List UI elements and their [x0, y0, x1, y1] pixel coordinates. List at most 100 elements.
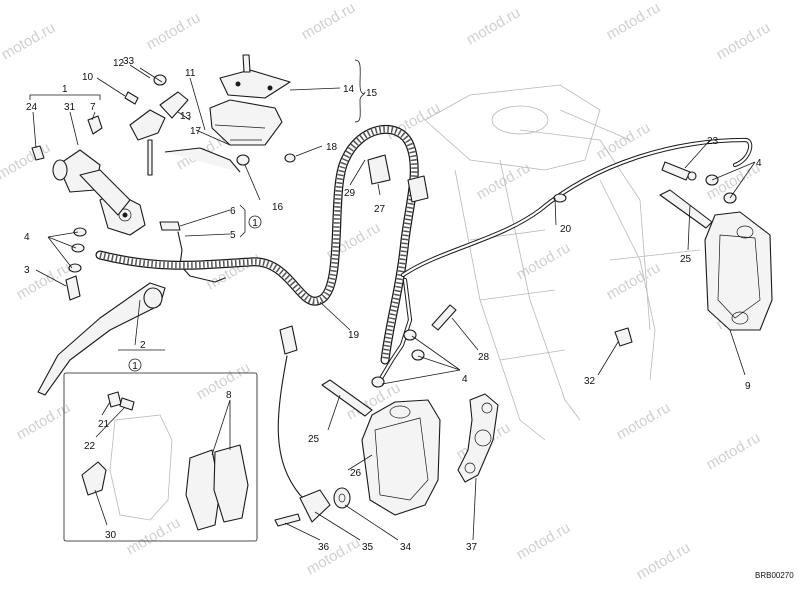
callout-14: 14	[343, 84, 355, 95]
callout-11: 11	[185, 68, 196, 79]
bolt-10	[124, 91, 139, 105]
callout-12: 12	[113, 58, 125, 69]
callout-29: 29	[344, 188, 356, 199]
pads-inset	[63, 372, 258, 542]
svg-text:motod.ru: motod.ru	[304, 534, 364, 578]
left-caliper	[321, 304, 499, 516]
callout-4: 4	[756, 158, 762, 169]
watermark-text: motod.ru	[464, 4, 524, 48]
brake-lever-assembly	[31, 74, 241, 396]
svg-text:motod.ru: motod.ru	[124, 514, 184, 558]
svg-text:motod.ru: motod.ru	[144, 9, 204, 53]
watermark-text: motod.ru	[714, 19, 774, 63]
watermark-text: motod.ru	[614, 399, 674, 443]
svg-text:motod.ru: motod.ru	[0, 19, 58, 63]
svg-text:motod.ru: motod.ru	[464, 4, 524, 48]
bleeder-23	[661, 161, 691, 181]
brake-pad-8-right	[213, 444, 249, 523]
group-marker-label: 1	[132, 361, 138, 372]
caliper-body-26	[361, 399, 441, 516]
cap-22	[119, 397, 135, 411]
callout-4: 4	[24, 232, 30, 243]
washer-28-c	[371, 376, 385, 388]
brake-line-20	[377, 137, 753, 383]
callout-22: 22	[84, 441, 96, 452]
bolt-24	[31, 145, 45, 161]
spacer-34	[333, 487, 351, 509]
callout-32: 32	[584, 376, 596, 387]
watermark-text: motod.ru	[474, 159, 534, 203]
callout-3: 3	[24, 265, 30, 276]
callout-34: 34	[400, 542, 412, 553]
svg-text:motod.ru: motod.ru	[604, 0, 664, 43]
cap-screw	[242, 54, 251, 73]
callout-28: 28	[478, 352, 490, 363]
pad-spring-30	[81, 461, 107, 496]
callout-17: 17	[190, 126, 202, 137]
front-fork-ghost	[424, 84, 701, 441]
screw-36	[274, 513, 301, 527]
watermark-text: motod.ru	[634, 539, 694, 583]
callout-15: 15	[366, 88, 378, 99]
reservoir-outlet	[236, 154, 250, 166]
callout-25: 25	[308, 434, 320, 445]
callout-19: 19	[348, 330, 360, 341]
watermark-text: motod.ru	[304, 534, 364, 578]
caliper-bracket-37	[457, 393, 499, 483]
watermark-text: motod.ru	[14, 259, 74, 303]
right-caliper	[614, 161, 773, 347]
watermark-text: motod.ru	[144, 9, 204, 53]
callout-31: 31	[64, 102, 76, 113]
plug-18	[284, 153, 296, 163]
reservoir-bracket-11	[159, 91, 189, 119]
callout-33: 33	[123, 56, 135, 67]
callout-16: 16	[272, 202, 284, 213]
watermark-text: motod.ru	[124, 514, 184, 558]
callout-9: 9	[745, 381, 751, 392]
callout-8: 8	[226, 390, 232, 401]
leaders	[29, 59, 756, 541]
callout-36: 36	[318, 542, 330, 553]
callout-25: 25	[680, 254, 692, 265]
callout-5: 5	[230, 230, 236, 241]
svg-text:motod.ru: motod.ru	[384, 99, 444, 143]
callout-37: 37	[466, 542, 478, 553]
brace-15	[354, 59, 366, 123]
callout-10: 10	[82, 72, 94, 83]
wheel-sensor-assembly	[274, 325, 351, 527]
callout-labels: 1 2 3 4 4 4 5 6 7 8 9 10 11 12 13 14 15 …	[24, 56, 762, 553]
svg-text:motod.ru: motod.ru	[614, 399, 674, 443]
reservoir-cap-14	[219, 69, 291, 99]
watermark-text: motod.ru	[514, 519, 574, 563]
watermark-text: motod.ru	[204, 249, 264, 293]
banjo-fitting-7	[87, 115, 103, 135]
group-marker-1b	[128, 358, 142, 372]
bolt-28	[431, 304, 457, 331]
line-grommet	[553, 193, 567, 203]
group-markers: 1 1	[128, 215, 262, 372]
callout-23: 23	[707, 136, 719, 147]
callout-2: 2	[140, 340, 146, 351]
caliper-bolt-25-left	[321, 379, 373, 417]
svg-text:motod.ru: motod.ru	[194, 359, 254, 403]
inset-frame	[63, 372, 258, 542]
washer-28-a	[403, 329, 417, 341]
brake-hose-main	[95, 125, 429, 365]
group-marker-1a	[248, 215, 262, 229]
fluid-reservoir	[209, 54, 296, 166]
svg-text:motod.ru: motod.ru	[474, 159, 534, 203]
callout-24: 24	[26, 102, 38, 113]
reservoir-body	[209, 99, 283, 146]
washer-4a	[73, 227, 87, 237]
watermark-text: motod.ru	[299, 0, 359, 43]
svg-text:motod.ru: motod.ru	[714, 19, 774, 63]
reservoir-hose-13	[164, 147, 241, 173]
banjo-bolt-3	[65, 275, 81, 301]
switch-6	[159, 221, 181, 231]
sensor-connector	[279, 325, 298, 355]
brake-lever	[37, 282, 166, 396]
callout-13: 13	[180, 111, 192, 122]
brace-5-6	[239, 204, 246, 238]
washer-28-b	[411, 349, 425, 361]
